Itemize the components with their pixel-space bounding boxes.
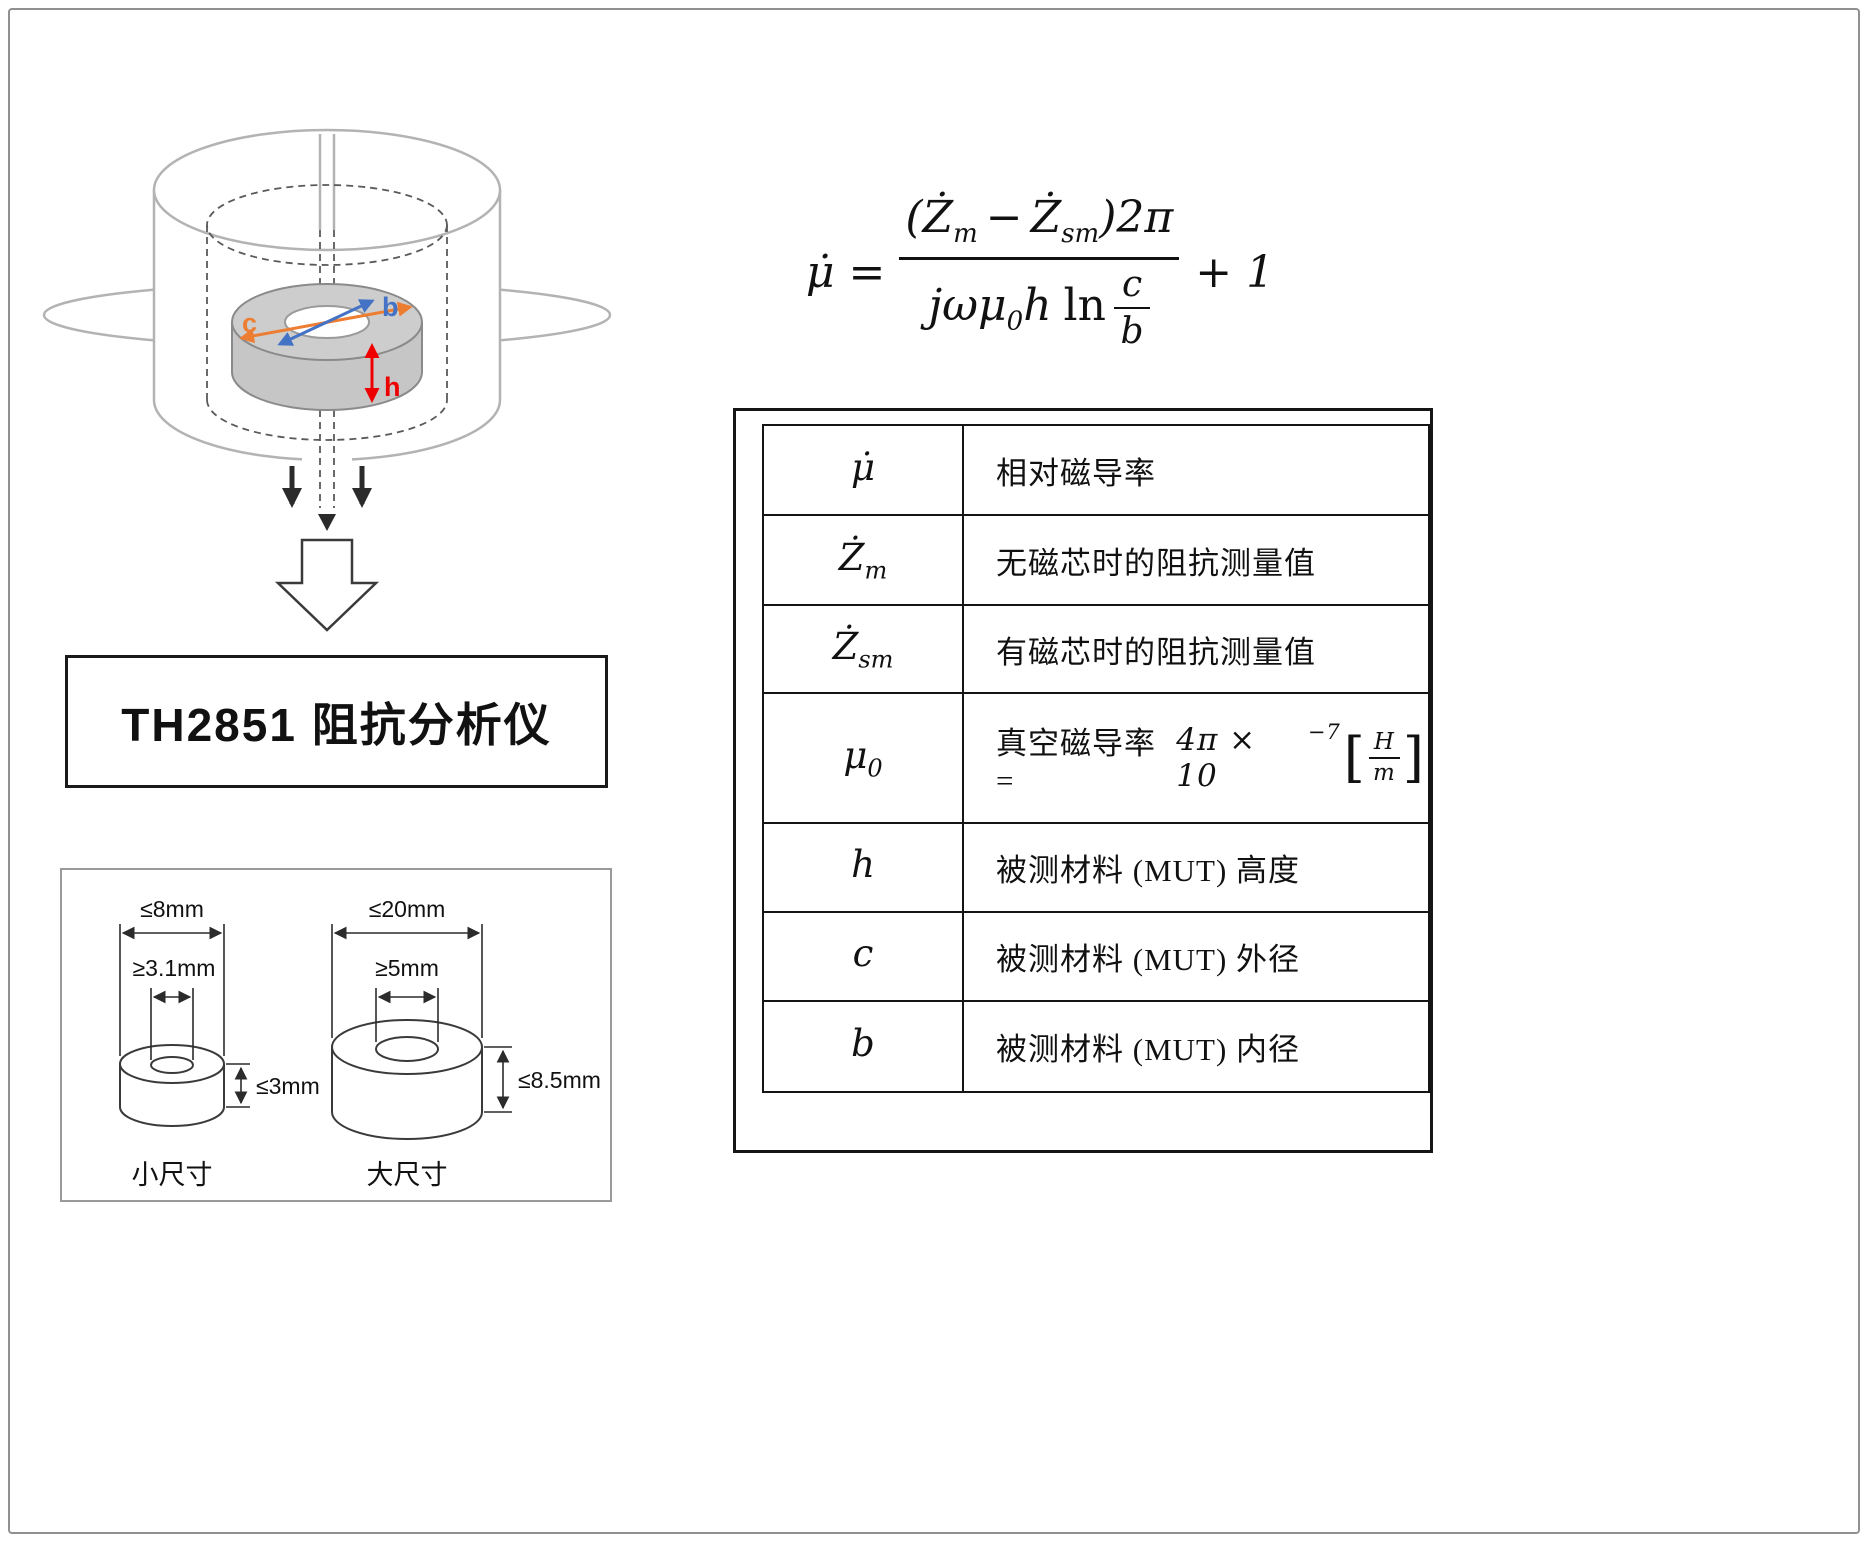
symbol-mu-dot: μ̇ <box>850 445 876 489</box>
symbol-cell: h <box>764 824 964 911</box>
symbol-cell: c <box>764 913 964 1000</box>
label-b: b <box>382 292 399 322</box>
table-row-zsm: Żsm 有磁芯时的阻抗测量值 <box>764 606 1428 694</box>
symbol-cell: Żsm <box>764 606 964 692</box>
page-border <box>8 8 1860 1534</box>
right-bracket: ] <box>1402 726 1425 789</box>
symbol-cell: b <box>764 1002 964 1091</box>
dimension-large-inner <box>375 988 439 1042</box>
symbol-z-sm: Żsm <box>832 624 894 674</box>
toroid-outlines <box>119 1019 483 1140</box>
symbol-cell: Żm <box>764 516 964 604</box>
dimension-lines <box>119 924 512 1113</box>
symbol-b: b <box>851 1022 875 1066</box>
symbol-cell: μ̇ <box>764 426 964 514</box>
symbol-cell: μ0 <box>764 694 964 822</box>
small-inner-dim-label: ≥3.1mm <box>133 955 216 981</box>
description-cell: 被测材料 (MUT) 外径 <box>996 942 1301 977</box>
inner-cup-bottom <box>206 399 448 441</box>
analyzer-box: TH2851 阻抗分析仪 <box>65 655 608 788</box>
plus-one-term: + 1 <box>1195 246 1275 298</box>
description-cell: 有磁芯时的阻抗测量值 <box>996 634 1316 670</box>
left-bracket: [ <box>1343 726 1366 789</box>
table-row-mu: μ̇ 相对磁导率 <box>764 426 1428 516</box>
table-row-mu0: μ0 真空磁导率=4π × 10−7 [ H m ] <box>764 694 1428 824</box>
dimension-small-outer <box>119 924 225 1056</box>
table-row-c: c 被测材料 (MUT) 外径 <box>764 913 1428 1002</box>
test-fixture-diagram: c b h <box>42 128 612 632</box>
small-toroid-hole <box>150 1056 194 1074</box>
symbol-z-m: Żm <box>838 535 888 585</box>
large-size-caption: 大尺寸 <box>367 1160 448 1190</box>
size-limits-diagram: ≤8mm ≥3.1mm ≤3mm ≤20mm ≥5mm ≤8.5mm 小尺寸 大… <box>119 896 601 1190</box>
description-cell: 被测材料 (MUT) 内径 <box>996 1032 1301 1067</box>
dimension-large-height <box>484 1046 512 1113</box>
formula-numerator: (Żm−Żsm)2π <box>905 192 1174 249</box>
size-limits-panel: ≤8mm ≥3.1mm ≤3mm ≤20mm ≥5mm ≤8.5mm 小尺寸 大… <box>60 868 612 1202</box>
table-row-zm: Żm 无磁芯时的阻抗测量值 <box>764 516 1428 606</box>
small-height-dim-label: ≤3mm <box>256 1073 320 1099</box>
table-row-b: b 被测材料 (MUT) 内径 <box>764 1002 1428 1091</box>
dimension-large-outer <box>331 924 483 1038</box>
fraction-bar <box>899 256 1180 260</box>
dimension-b-arrow <box>277 299 375 346</box>
description-cell: 真空磁导率=4π × 10−7 [ H m ] <box>996 720 1425 798</box>
connection-arrows <box>282 466 372 531</box>
fixture-bottom-gap <box>302 452 352 480</box>
large-outer-dim-label: ≤20mm <box>369 896 446 922</box>
symbol-c: c <box>852 932 874 976</box>
center-rod-arrowhead <box>318 514 336 531</box>
big-down-arrow <box>274 538 380 632</box>
label-h: h <box>384 372 401 402</box>
large-height-dim-label: ≤8.5mm <box>518 1067 601 1093</box>
formula-mu-dot: μ̇ <box>805 246 835 298</box>
dimension-h: h <box>364 343 401 403</box>
small-outer-dim-label: ≤8mm <box>140 896 204 922</box>
fixture-top-rim <box>152 128 502 252</box>
large-inner-dim-label: ≥5mm <box>375 955 439 981</box>
symbol-table-frame: μ̇ 相对磁导率 Żm 无磁芯时的阻抗测量值 Żsm 有磁芯时的阻抗测量值 μ0… <box>733 408 1433 1153</box>
description-cell: 相对磁导率 <box>996 455 1156 491</box>
table-row-h: h 被测材料 (MUT) 高度 <box>764 824 1428 913</box>
analyzer-label: TH2851 阻抗分析仪 <box>121 698 552 751</box>
symbol-table: μ̇ 相对磁导率 Żm 无磁芯时的阻抗测量值 Żsm 有磁芯时的阻抗测量值 μ0… <box>762 424 1430 1093</box>
dimension-b: b <box>277 292 399 346</box>
dimension-small-inner <box>150 988 194 1060</box>
symbol-mu-zero: μ0 <box>843 733 883 783</box>
small-size-caption: 小尺寸 <box>132 1160 213 1190</box>
dimension-labels: ≤8mm ≥3.1mm ≤3mm ≤20mm ≥5mm ≤8.5mm 小尺寸 大… <box>132 896 601 1190</box>
label-c: c <box>242 308 257 338</box>
symbol-h: h <box>851 843 875 887</box>
equals-sign: = <box>848 246 886 298</box>
dimension-small-height <box>226 1063 250 1108</box>
unit-fraction-H-per-m: H m <box>1368 729 1400 787</box>
description-cell: 无磁芯时的阻抗测量值 <box>996 545 1316 581</box>
description-cell: 被测材料 (MUT) 高度 <box>996 853 1301 888</box>
large-toroid-hole <box>375 1036 439 1062</box>
